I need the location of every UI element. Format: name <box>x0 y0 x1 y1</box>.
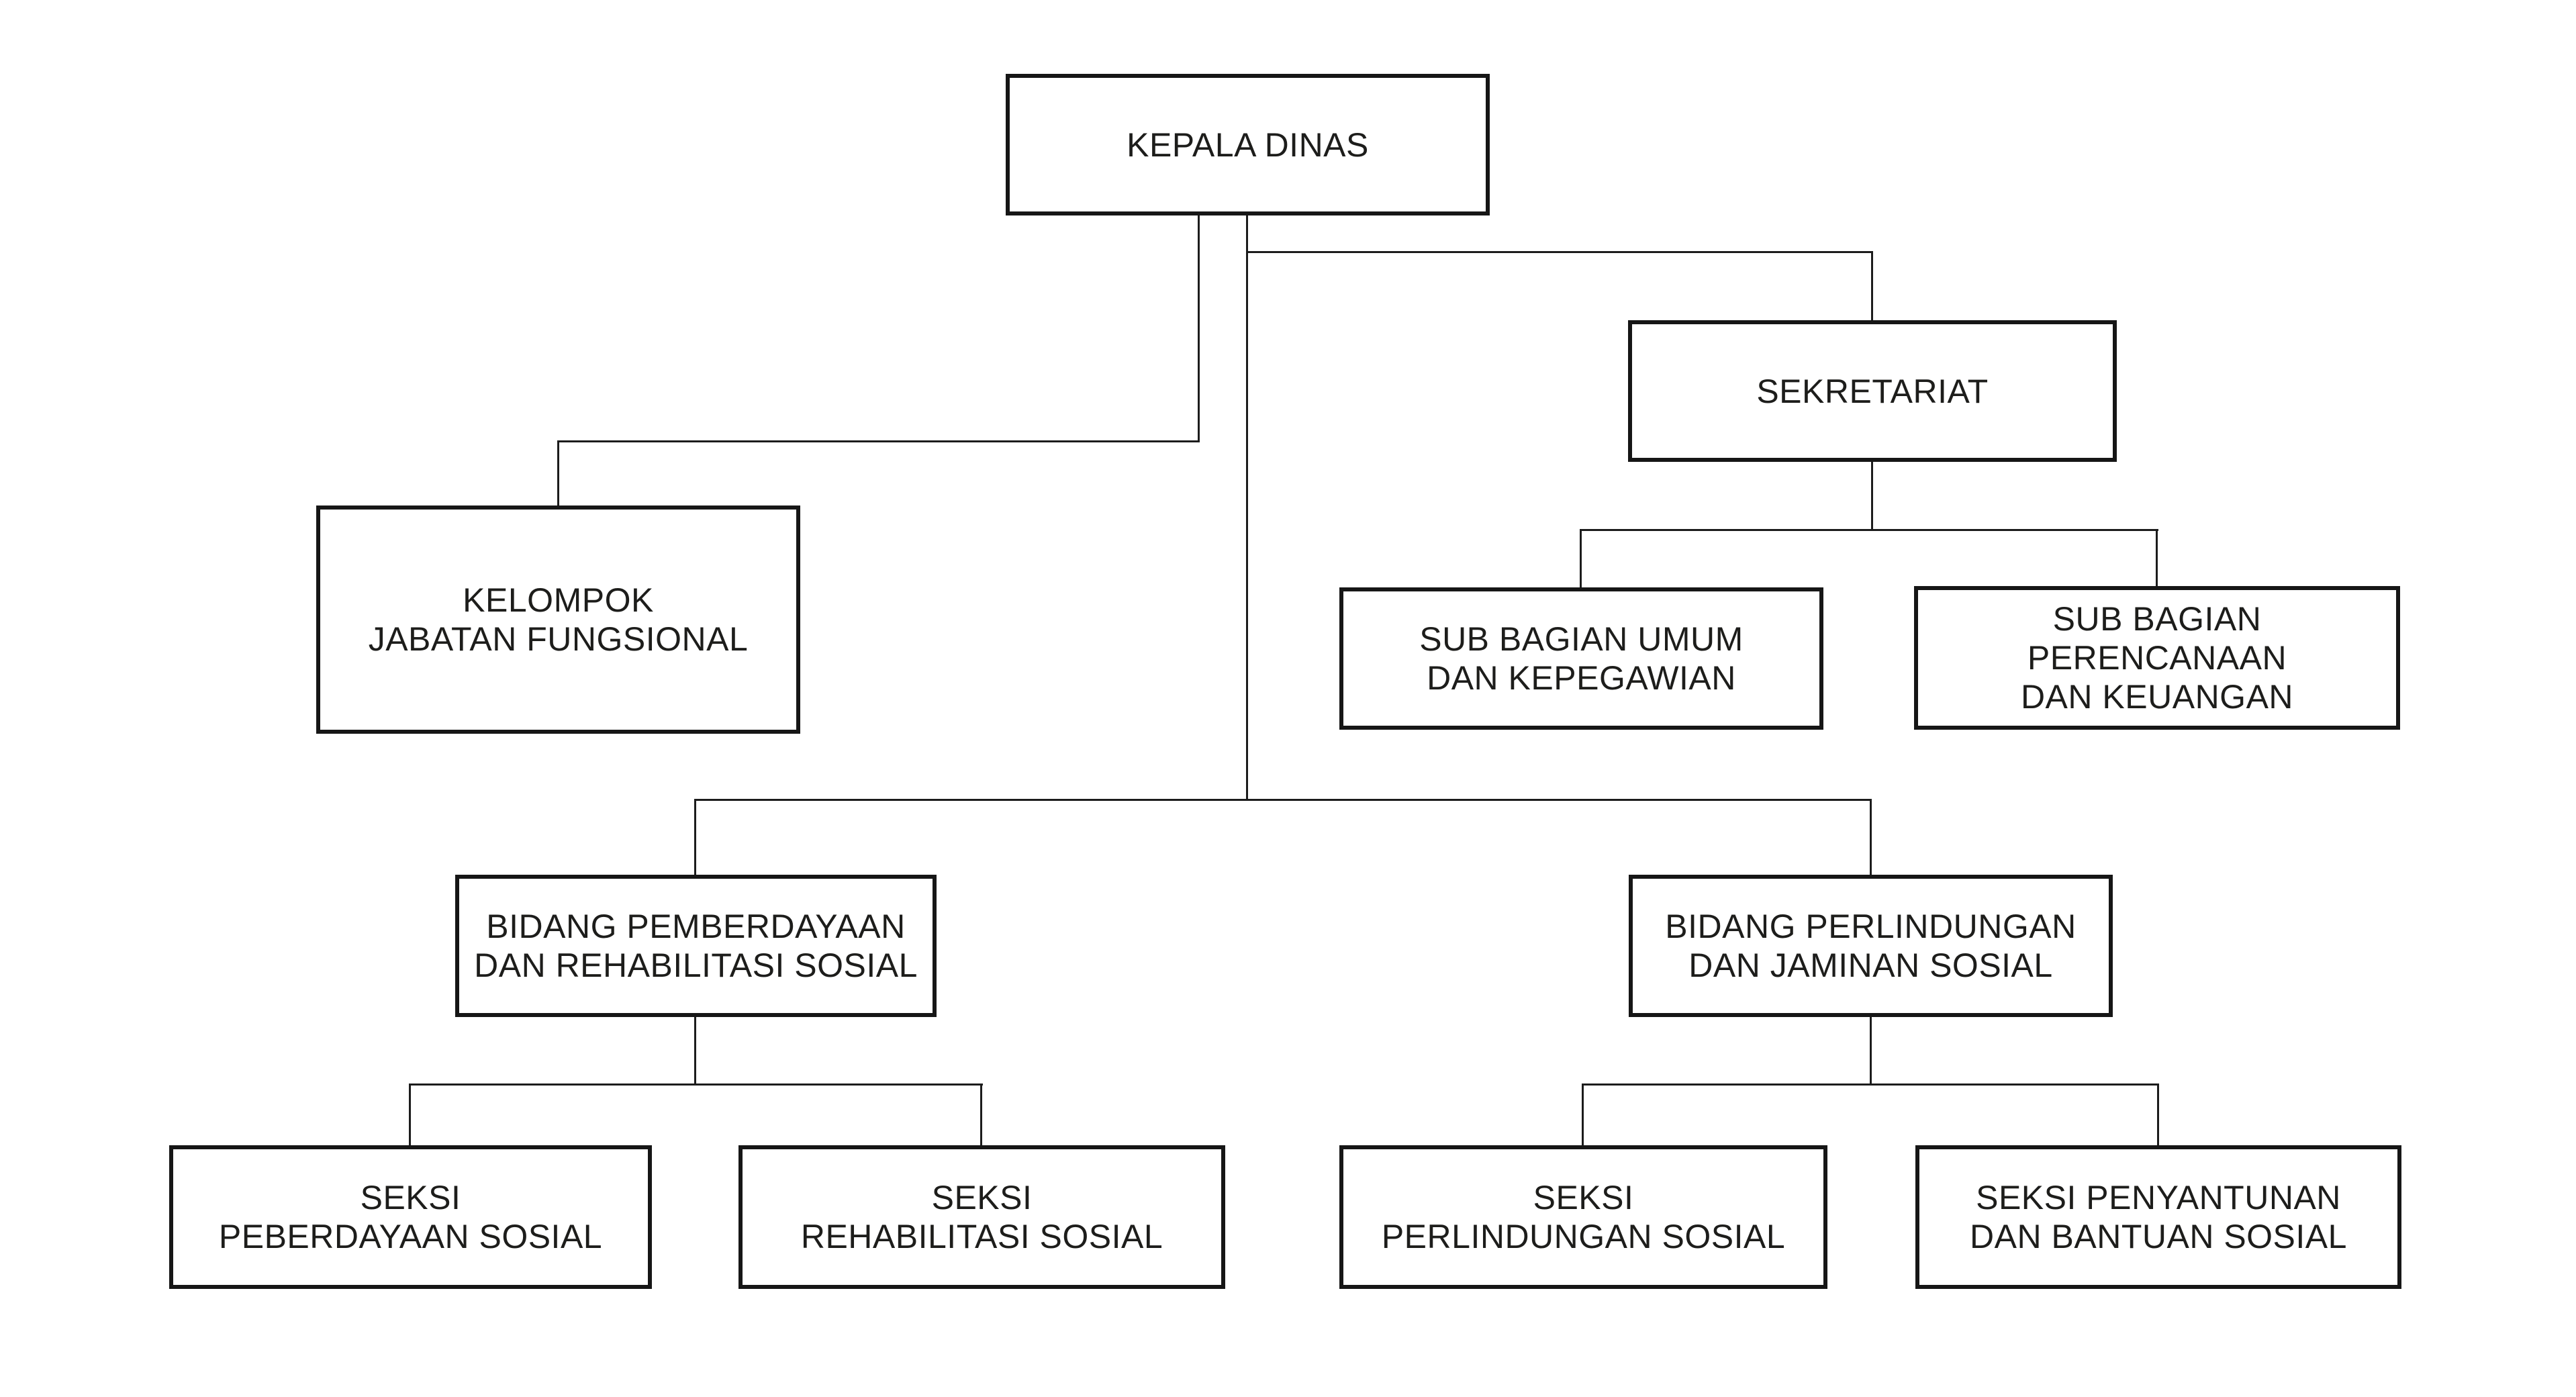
node-label-line: SEKRETARIAT <box>1756 372 1989 410</box>
node-label-line: SEKSI <box>360 1179 461 1216</box>
node-label-line: DAN JAMINAN SOSIAL <box>1688 947 2053 984</box>
connector-center-spine <box>1246 212 1248 801</box>
connector-subbagian-distributor <box>1580 529 2158 531</box>
connector-kelompok-drop <box>557 440 559 508</box>
connector-sekretariat-bottom-stub <box>1871 459 1873 531</box>
connector-seksi-left-distributor <box>409 1083 983 1086</box>
node-seksi-peberdayaan: SEKSI PEBERDAYAAN SOSIAL <box>169 1145 652 1289</box>
connector-perlindungan-bottom-stub <box>1870 1014 1872 1086</box>
connector-sekretariat-drop <box>1871 251 1873 322</box>
node-bidang-perlindungan: BIDANG PERLINDUNGAN DAN JAMINAN SOSIAL <box>1629 875 2113 1017</box>
connector-seksi-penyantunan-drop <box>2157 1083 2159 1147</box>
node-bidang-pemberdayaan: BIDANG PEMBERDAYAAN DAN REHABILITASI SOS… <box>455 875 937 1017</box>
node-seksi-rehabilitasi: SEKSI REHABILITASI SOSIAL <box>738 1145 1225 1289</box>
node-label-line: SUB BAGIAN UMUM <box>1419 620 1744 658</box>
node-label-line: DAN KEUANGAN <box>2020 678 2294 716</box>
connector-bidang-distributor <box>694 799 1872 801</box>
connector-bidang-pemberdayaan-drop <box>694 799 696 877</box>
connector-sub-perencanaan-drop <box>2156 529 2158 588</box>
node-label-line: SEKSI <box>1533 1179 1634 1216</box>
node-seksi-penyantunan: SEKSI PENYANTUNAN DAN BANTUAN SOSIAL <box>1915 1145 2401 1289</box>
node-seksi-perlindungan: SEKSI PERLINDUNGAN SOSIAL <box>1339 1145 1827 1289</box>
node-label-line: SEKSI PENYANTUNAN <box>1976 1179 2341 1216</box>
connector-kelompok-horizontal <box>557 440 1200 442</box>
connector-pemberdayaan-bottom-stub <box>694 1014 696 1086</box>
node-label-line: REHABILITASI SOSIAL <box>800 1218 1163 1255</box>
connector-sekretariat-horizontal <box>1246 251 1873 253</box>
node-sub-bagian-umum: SUB BAGIAN UMUM DAN KEPEGAWIAN <box>1339 587 1823 730</box>
node-label-line: DAN REHABILITASI SOSIAL <box>474 947 918 984</box>
connector-bidang-perlindungan-drop <box>1870 799 1872 877</box>
node-kepala-dinas: KEPALA DINAS <box>1006 74 1490 215</box>
node-label-line: KEPALA DINAS <box>1127 126 1369 164</box>
node-label-line: BIDANG PEMBERDAYAAN <box>486 908 906 945</box>
connector-seksi-perlindungan-drop <box>1582 1083 1584 1147</box>
node-label-line: JABATAN FUNGSIONAL <box>368 620 749 658</box>
node-label-line: KELOMPOK <box>463 581 654 619</box>
connector-sub-umum-drop <box>1580 529 1582 589</box>
connector-seksi-right-distributor <box>1582 1083 2159 1086</box>
connector-kepala-left-stub <box>1198 212 1200 442</box>
node-label-line: PEBERDAYAAN SOSIAL <box>218 1218 603 1255</box>
connector-seksi-peberdayaan-drop <box>409 1083 411 1147</box>
node-label-line: SEKSI <box>931 1179 1033 1216</box>
node-kelompok-jabatan-fungsional: KELOMPOK JABATAN FUNGSIONAL <box>316 505 800 734</box>
node-label-line: PERLINDUNGAN SOSIAL <box>1381 1218 1786 1255</box>
node-sekretariat: SEKRETARIAT <box>1628 320 2117 462</box>
node-label-line: BIDANG PERLINDUNGAN <box>1665 908 2077 945</box>
node-label-line: PERENCANAAN <box>2027 639 2287 677</box>
node-label-line: DAN KEPEGAWIAN <box>1427 659 1736 697</box>
connector-seksi-rehabilitasi-drop <box>980 1083 982 1147</box>
node-label-line: SUB BAGIAN <box>2052 600 2262 638</box>
node-label-line: DAN BANTUAN SOSIAL <box>1970 1218 2347 1255</box>
node-sub-bagian-perencanaan: SUB BAGIAN PERENCANAAN DAN KEUANGAN <box>1914 586 2400 730</box>
